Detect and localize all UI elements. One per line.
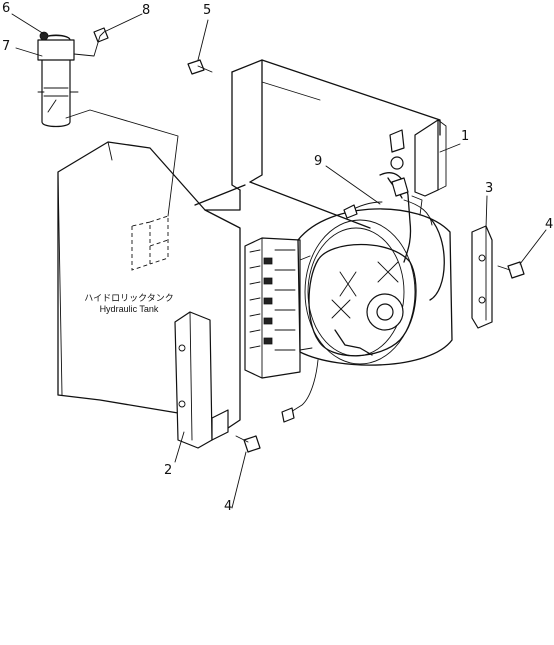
bracket-2 [174, 311, 229, 449]
canister-7 [37, 31, 79, 128]
hydraulic-tank [57, 141, 241, 431]
bolt-4-right [497, 261, 525, 279]
callout-1: 1 [461, 129, 470, 144]
tank-label-japanese: ハイドロリックタンク [84, 293, 174, 303]
callout-7: 7 [2, 39, 11, 54]
bolt-4-lower [235, 435, 261, 453]
bracket-1 [414, 119, 447, 197]
bracket-3 [471, 225, 493, 329]
callout-3: 3 [485, 181, 494, 196]
fan-assembly [297, 208, 453, 366]
callout-4-right: 4 [545, 217, 554, 232]
callout-6: 6 [2, 1, 11, 16]
callout-5: 5 [203, 3, 212, 18]
tank-label-english: Hydraulic Tank [99, 304, 159, 314]
callout-8: 8 [142, 3, 151, 18]
hose-fittings [379, 129, 445, 301]
callout-4-lower: 4 [224, 499, 233, 514]
callout-9: 9 [314, 154, 323, 169]
bolt-5 [187, 59, 213, 75]
leader-lines [11, 13, 547, 509]
oil-cooler [244, 237, 301, 379]
sensor-cable [281, 201, 383, 423]
callout-2: 2 [164, 463, 173, 478]
upper-frame [194, 59, 441, 229]
